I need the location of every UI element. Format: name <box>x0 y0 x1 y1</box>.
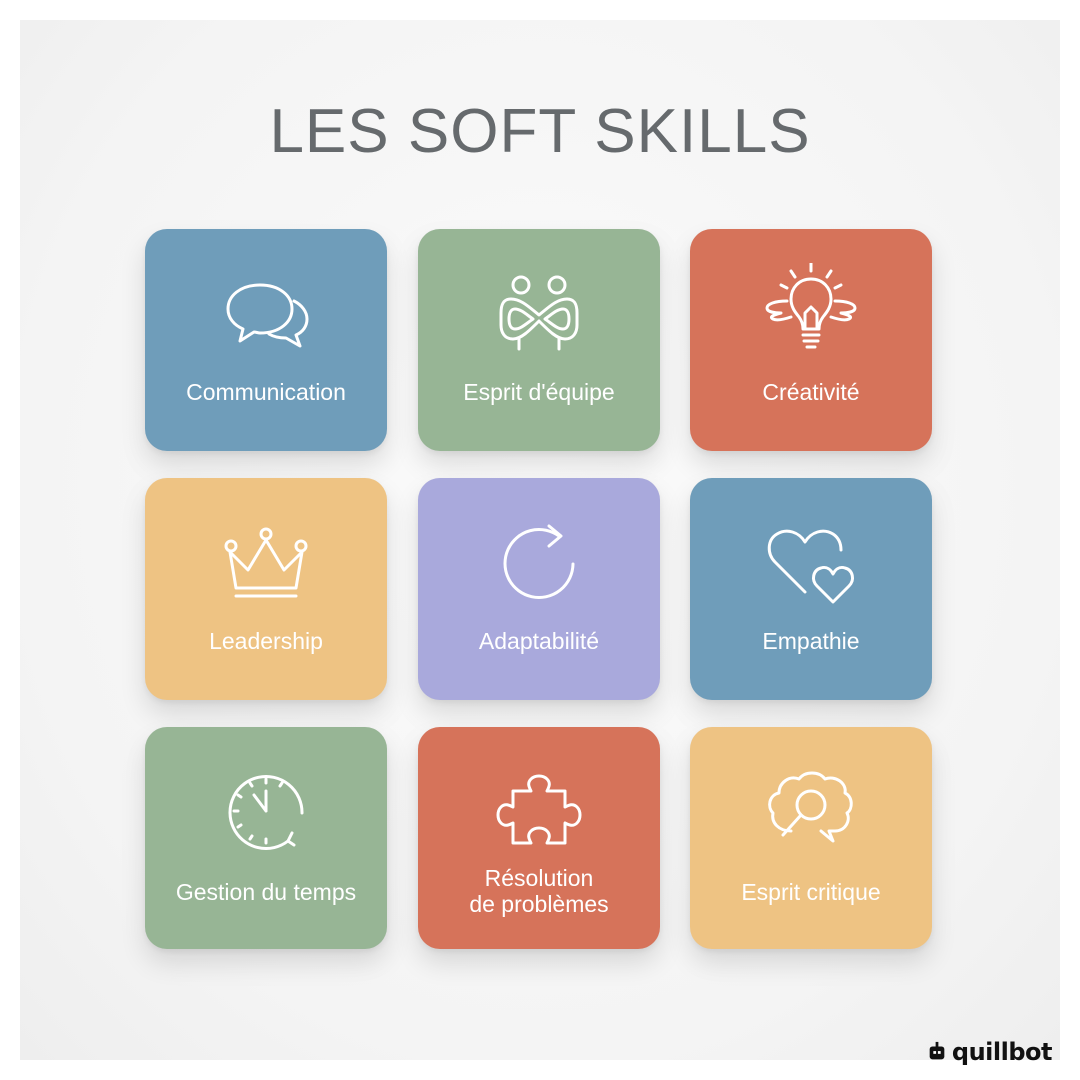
skill-label-line-1: Résolution <box>484 865 594 891</box>
skill-label: Gestion du temps <box>175 879 357 905</box>
skill-card-empathie: Empathie <box>690 478 932 700</box>
quillbot-logo-icon <box>926 1041 948 1063</box>
skill-card-creativite: Créativité <box>690 229 932 451</box>
lightbulb-icon <box>761 263 861 363</box>
refresh-arrow-icon <box>489 512 589 612</box>
skill-label-line-2: de problèmes <box>469 891 609 917</box>
skill-label: Empathie <box>762 628 860 654</box>
skill-card-leadership: Leadership <box>145 478 387 700</box>
speech-bubbles-icon <box>216 263 316 363</box>
skill-label: Leadership <box>209 628 323 654</box>
skill-card-esprit-equipe: Esprit d'équipe <box>418 229 660 451</box>
skill-card-esprit-critique: Esprit critique <box>690 727 932 949</box>
skill-card-gestion-du-temps: Gestion du temps <box>145 727 387 949</box>
hearts-icon <box>761 512 861 612</box>
skill-label: Communication <box>186 379 346 405</box>
team-people-icon <box>489 263 589 363</box>
magnifier-thought-icon <box>761 761 861 861</box>
skill-card-adaptabilite: Adaptabilité <box>418 478 660 700</box>
skill-label: Esprit critique <box>741 879 881 905</box>
skill-label: Adaptabilité <box>478 628 600 654</box>
skill-card-communication: Communication <box>145 229 387 451</box>
clock-icon <box>216 761 316 861</box>
page-title: LES SOFT SKILLS <box>269 97 811 166</box>
skill-label: Esprit d'équipe <box>463 379 615 405</box>
skill-label: Créativité <box>762 379 860 405</box>
skill-label: Résolution de problèmes <box>426 865 652 917</box>
skill-card-resolution-de-problemes: Résolution de problèmes <box>418 727 660 949</box>
crown-icon <box>216 512 316 612</box>
quillbot-watermark: quillbot <box>926 1038 1053 1066</box>
brand-name: quillbot <box>951 1038 1053 1066</box>
puzzle-piece-icon <box>489 761 589 861</box>
